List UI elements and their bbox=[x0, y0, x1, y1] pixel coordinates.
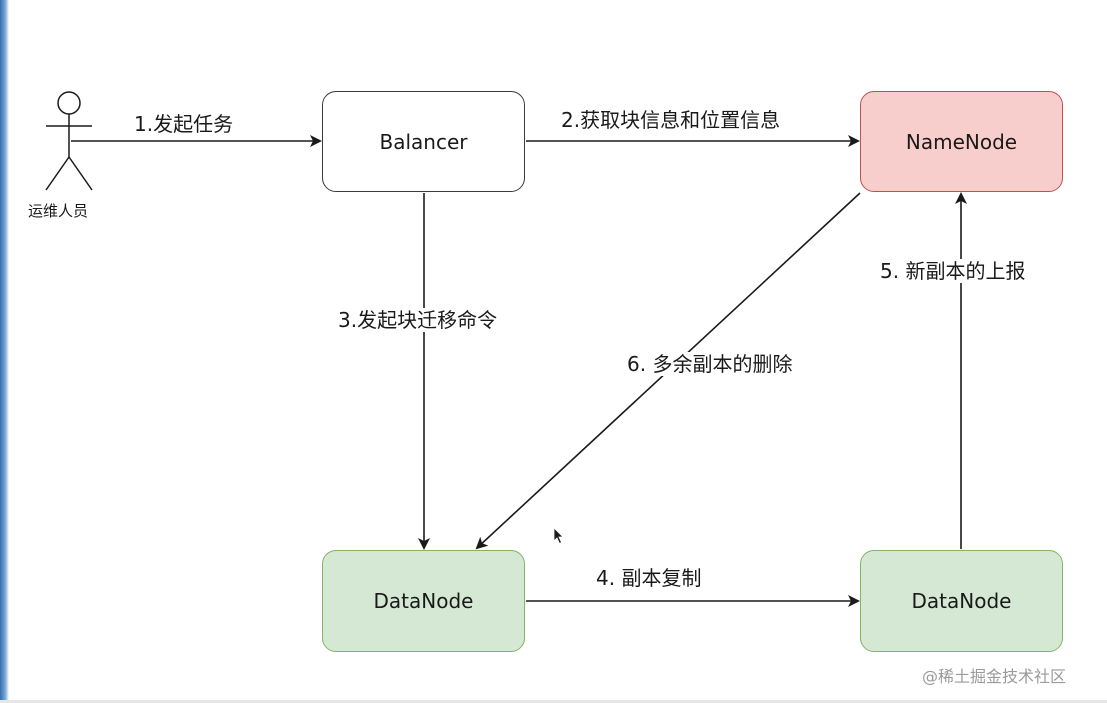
datanode-right-node-label: DataNode bbox=[911, 589, 1012, 613]
edge-1-label: 1.发起任务 bbox=[134, 112, 234, 136]
window-edge bbox=[0, 0, 9, 703]
edge-4-label: 4. 副本复制 bbox=[596, 566, 702, 590]
edge-2-label: 2.获取块信息和位置信息 bbox=[561, 108, 781, 132]
edge-5-label: 5. 新副本的上报 bbox=[880, 259, 1026, 283]
balancer-node: Balancer bbox=[322, 91, 525, 192]
edge-6-label: 6. 多余副本的删除 bbox=[627, 352, 793, 376]
namenode-node-label: NameNode bbox=[905, 129, 1018, 154]
mouse-pointer-icon bbox=[553, 527, 564, 545]
namenode-node: NameNode bbox=[860, 91, 1063, 192]
datanode-left-node: DataNode bbox=[322, 550, 525, 652]
balancer-node-label: Balancer bbox=[379, 129, 468, 154]
edge-3-label: 3.发起块迁移命令 bbox=[338, 308, 498, 332]
datanode-right-node: DataNode bbox=[860, 550, 1063, 652]
bottom-edge bbox=[0, 700, 1107, 703]
actor-figure-icon bbox=[45, 91, 93, 191]
actor-label: 运维人员 bbox=[28, 202, 89, 220]
watermark: @稀土掘金技术社区 bbox=[922, 667, 1067, 686]
datanode-left-node-label: DataNode bbox=[373, 589, 474, 613]
